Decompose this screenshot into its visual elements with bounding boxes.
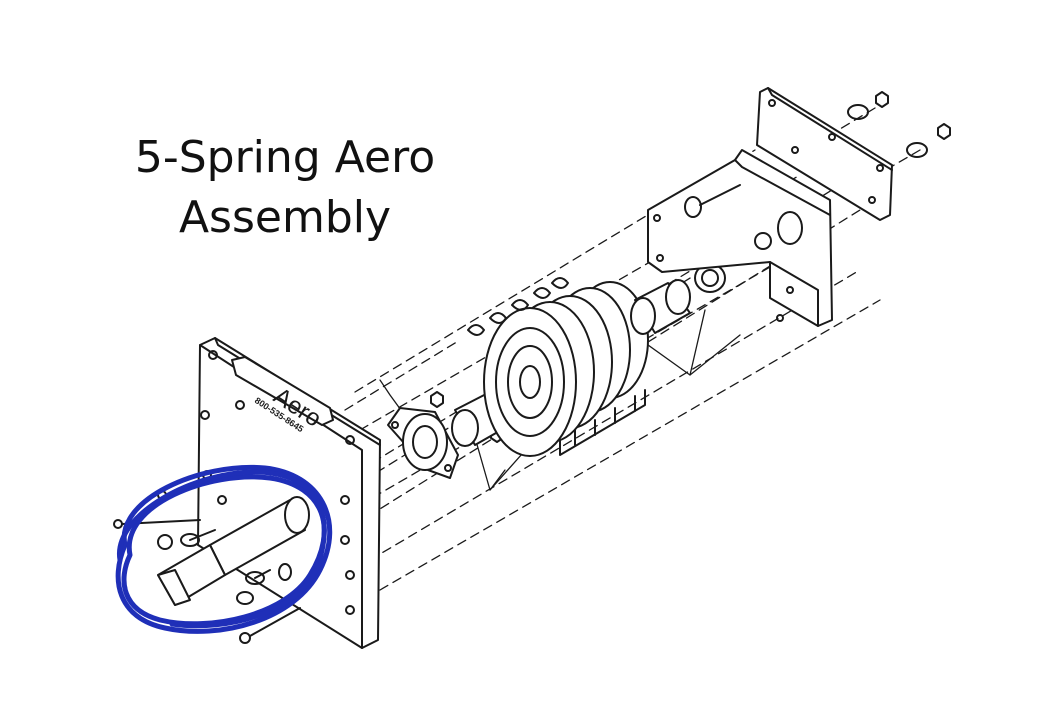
title-line-2: Assembly: [178, 192, 392, 243]
sleeve: [630, 279, 691, 335]
main-mounting-plate: [197, 337, 381, 649]
drive-shaft: [113, 490, 310, 644]
highlight-circle: [115, 464, 333, 634]
spring-hooks: [467, 277, 569, 336]
flange-bearing: [387, 407, 459, 479]
rear-plate: [756, 87, 893, 221]
mounting-bracket: [647, 149, 833, 327]
title-line-1: 5-Spring Aero: [134, 132, 436, 183]
spring-pack: [483, 281, 649, 457]
diagram-title: 5-Spring Aero Assembly: [70, 128, 500, 248]
